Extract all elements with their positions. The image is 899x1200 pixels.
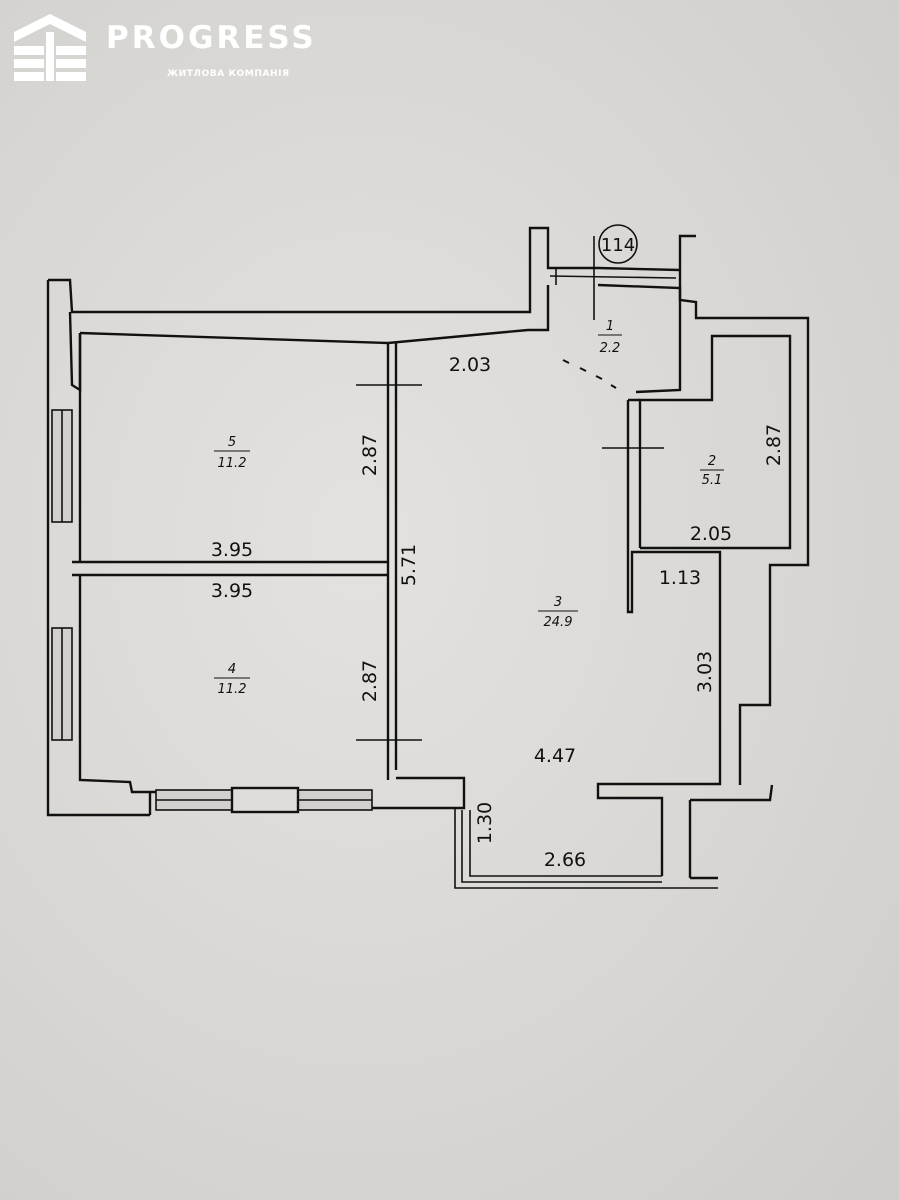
room-1-number: 1: [606, 319, 614, 334]
room-2-area: 5.1: [702, 473, 723, 488]
walls: [46, 226, 810, 889]
building-logo-icon: [14, 14, 86, 81]
dim-loggia-depth: 1.30: [474, 802, 496, 844]
dim-loggia-width: 2.66: [544, 849, 586, 871]
dim-room5-height: 2.87: [359, 434, 381, 476]
apartment-number-marker: 114: [598, 224, 638, 264]
dim-room4-height: 2.87: [359, 660, 381, 702]
door-swing: [562, 359, 617, 389]
room-3-number: 3: [554, 595, 562, 610]
room-5-number: 5: [228, 435, 236, 450]
door-marks: [356, 236, 664, 741]
dimension-labels: 2.03 2.87 3.95 3.95 2.87 5.71 2.87 2.05 …: [211, 354, 785, 871]
dim-room4-width: 3.95: [211, 580, 253, 602]
dim-niche-height: 3.03: [694, 651, 716, 693]
dim-room3-width: 4.47: [534, 745, 576, 767]
dim-room2-height: 2.87: [763, 424, 785, 466]
dim-room5-width: 3.95: [211, 539, 253, 561]
room-3-area: 24.9: [544, 615, 573, 630]
brand-subtitle: ЖИТЛОВА КОМПАНІЯ: [167, 69, 290, 79]
apartment-number: 114: [601, 235, 635, 256]
room-4-number: 4: [228, 662, 236, 677]
room-1-area: 2.2: [600, 341, 621, 356]
company-logo: PROGRESS ЖИТЛОВА КОМПАНІЯ: [14, 14, 354, 86]
room-labels: 1 2.2 2 5.1 3 24.9 4 11.2 5 11.2: [214, 319, 724, 697]
dim-room2-width: 2.05: [690, 523, 732, 545]
room-2-number: 2: [708, 454, 716, 469]
dim-niche-width: 1.13: [659, 567, 701, 589]
room-4-area: 11.2: [218, 682, 247, 697]
dim-room3-height: 5.71: [398, 544, 420, 586]
room-5-area: 11.2: [218, 456, 247, 471]
brand-name: PROGRESS: [106, 20, 317, 56]
dim-hall-width: 2.03: [449, 354, 491, 376]
